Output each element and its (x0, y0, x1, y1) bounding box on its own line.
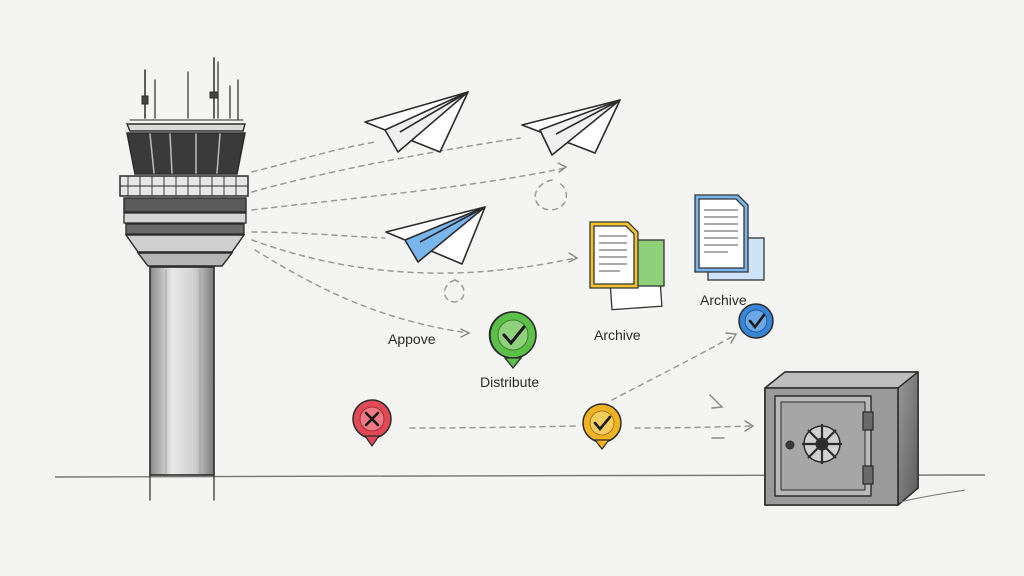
archive-label: Archive (700, 292, 747, 308)
safe-icon (764, 371, 966, 506)
check-badge-icon (488, 311, 537, 370)
path-arrowheads (460, 162, 755, 439)
distribute-label: Distribute (480, 374, 540, 390)
flight-paths (251, 137, 753, 429)
approve-label: Appove (388, 331, 436, 347)
check-badge-icon (738, 303, 774, 339)
control-tower-icon (119, 57, 249, 501)
check-badge-icon (582, 403, 622, 450)
paper-plane-icon (364, 91, 469, 153)
paper-plane-icon (385, 206, 486, 265)
paper-plane-icon (521, 99, 621, 156)
document-icon (694, 194, 765, 281)
document-icon (589, 221, 665, 311)
archive-label: Archive (594, 327, 641, 343)
x-badge-icon (352, 399, 392, 448)
